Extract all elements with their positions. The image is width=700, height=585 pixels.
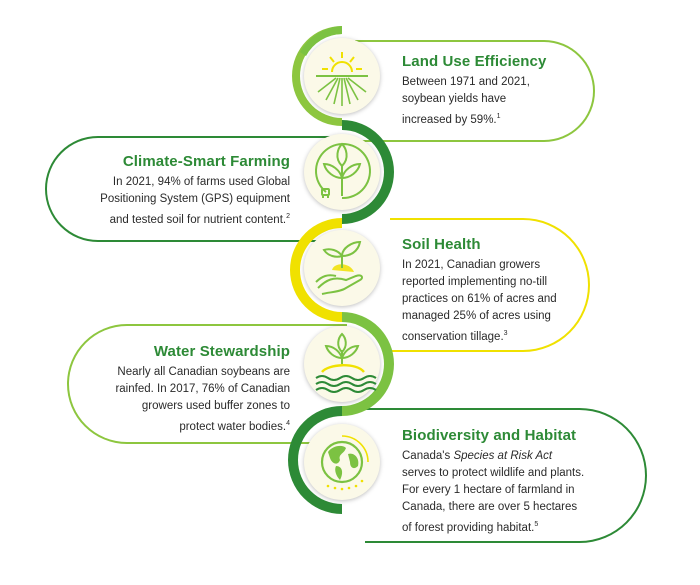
text-line: and tested soil for nutrient content.	[109, 213, 287, 226]
climate-smart-title: Climate-Smart Farming	[122, 153, 290, 170]
footnote: 3	[503, 330, 508, 337]
water-title: Water Stewardship	[153, 343, 290, 360]
text-line: serves to protect wildlife and plants.	[402, 467, 585, 479]
biodiversity-outline	[365, 408, 647, 543]
text-line: conservation tillage.	[402, 330, 504, 343]
soil-health-title: Soil Health	[402, 236, 481, 253]
land-use-block: Land Use Efficiency Between 1971 and 202…	[402, 53, 572, 129]
text-line: Canada's	[402, 450, 454, 462]
biodiversity-title: Biodiversity and Habitat	[402, 427, 577, 444]
act-name: Species at Risk Act	[453, 450, 553, 462]
text-line: reported implementing no-till	[402, 276, 548, 288]
text-line: practices on 61% of acres and	[402, 293, 557, 305]
circle-water	[304, 326, 380, 402]
sun-field-icon	[316, 52, 368, 106]
text-line: Canada, there are over 5 hectares	[402, 501, 578, 513]
text-line: managed 25% of acres using	[402, 310, 551, 322]
circle-biodiversity	[304, 424, 380, 500]
soil-health-outline	[390, 218, 590, 352]
land-use-title: Land Use Efficiency	[402, 53, 547, 70]
text-line: of forest providing habitat.	[402, 521, 535, 534]
text-line: In 2021, 94% of farms used Global	[112, 176, 290, 188]
hand-seedling-icon	[315, 240, 364, 295]
climate-smart-block: Climate-Smart Farming In 2021, 94% of fa…	[60, 153, 290, 229]
footnote: 5	[534, 521, 539, 528]
biodiversity-block: Biodiversity and Habitat Canada's Specie…	[402, 427, 632, 537]
text-line: In 2021, Canadian growers	[402, 259, 541, 271]
text-line: protect water bodies.	[179, 420, 287, 433]
text-line: Nearly all Canadian soybeans are	[117, 366, 290, 378]
sprout-water-icon	[315, 332, 377, 393]
text-line: Positioning System (GPS) equipment	[100, 193, 290, 205]
footnote: 4	[286, 420, 290, 427]
circle-land-use	[304, 38, 380, 114]
water-outline	[67, 324, 347, 444]
text-line: increased by 59%.	[402, 113, 497, 126]
text-line: rainfed. In 2017, 76% of Canadian	[115, 383, 290, 395]
globe-icon	[320, 435, 369, 491]
land-use-outline	[355, 40, 595, 142]
text-line: soybean yields have	[402, 93, 507, 105]
footnote: 1	[496, 113, 501, 120]
climate-smart-outline	[45, 136, 345, 242]
circle-soil-health	[304, 230, 380, 306]
plant-plug-icon	[315, 142, 371, 200]
text-line: growers used buffer zones to	[141, 400, 290, 412]
water-block: Water Stewardship Nearly all Canadian so…	[80, 343, 290, 436]
text-line: For every 1 hectare of farmland in	[402, 484, 575, 496]
soil-health-block: Soil Health In 2021, Canadian growers re…	[402, 236, 582, 346]
circle-climate-smart	[304, 134, 380, 210]
text-line: Between 1971 and 2021,	[402, 76, 530, 88]
footnote: 2	[286, 213, 290, 220]
